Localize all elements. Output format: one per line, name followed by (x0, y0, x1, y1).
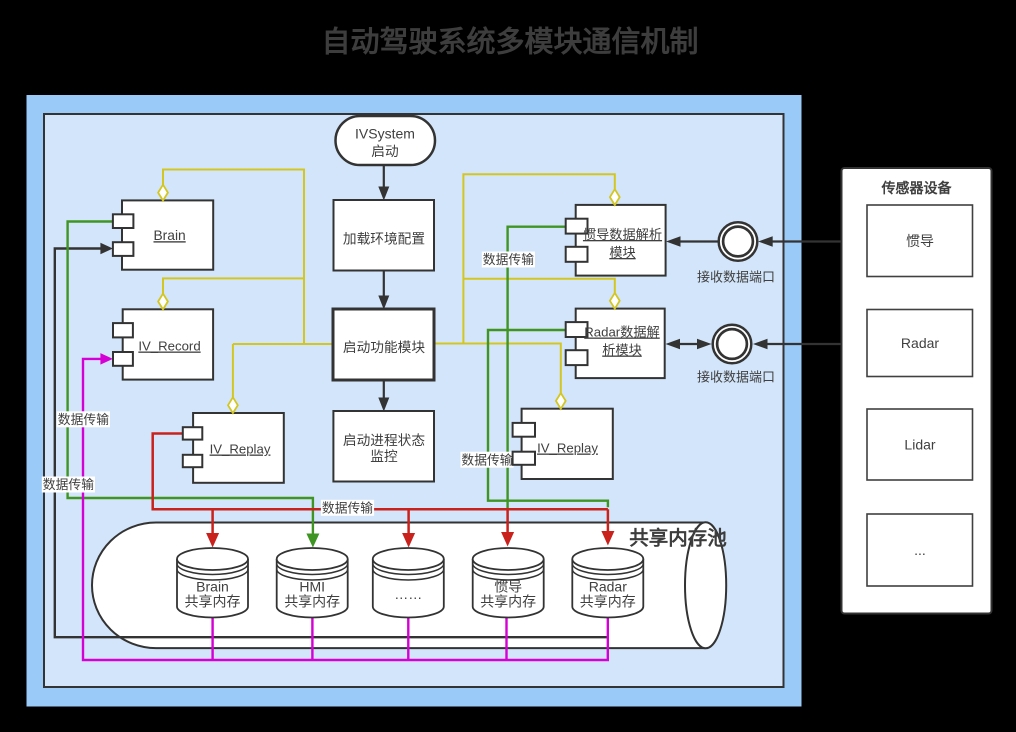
svg-text:监控: 监控 (370, 449, 398, 464)
svg-text:自动驾驶系统多模块通信机制: 自动驾驶系统多模块通信机制 (321, 25, 698, 59)
svg-text:惯导: 惯导 (906, 233, 934, 249)
svg-text:Brain: Brain (196, 579, 229, 595)
svg-text:共享内存: 共享内存 (580, 594, 636, 610)
svg-text:...: ... (914, 542, 926, 558)
svg-text:Radar: Radar (589, 579, 627, 595)
svg-text:Lidar: Lidar (904, 437, 935, 453)
svg-text:共享内存池: 共享内存池 (629, 527, 727, 550)
svg-text:Radar: Radar (901, 335, 939, 351)
svg-text:IV_Record: IV_Record (138, 339, 200, 354)
svg-text:数据传输: 数据传输 (58, 412, 109, 427)
svg-text:数据传输: 数据传输 (322, 501, 373, 516)
svg-text:IV_Replay: IV_Replay (210, 442, 271, 457)
svg-text:传感器设备: 传感器设备 (881, 180, 953, 196)
svg-text:启动: 启动 (371, 144, 398, 159)
svg-text:HMI: HMI (299, 579, 325, 595)
svg-text:惯导: 惯导 (494, 579, 522, 595)
svg-text:惯导数据解析: 惯导数据解析 (583, 226, 662, 242)
svg-text:接收数据端口: 接收数据端口 (697, 270, 775, 285)
svg-text:Brain: Brain (153, 228, 185, 243)
svg-text:……: …… (394, 586, 422, 602)
svg-text:析模块: 析模块 (602, 343, 642, 358)
svg-text:IV_Replay: IV_Replay (537, 441, 598, 456)
svg-text:IVSystem: IVSystem (355, 126, 415, 142)
svg-text:模块: 模块 (609, 245, 635, 260)
svg-text:加载环境配置: 加载环境配置 (343, 232, 425, 247)
svg-text:共享内存: 共享内存 (284, 594, 340, 610)
svg-text:数据传输: 数据传输 (483, 252, 534, 267)
svg-text:启动功能模块: 启动功能模块 (343, 340, 425, 355)
svg-text:数据传输: 数据传输 (43, 477, 94, 492)
svg-text:接收数据端口: 接收数据端口 (697, 370, 775, 385)
svg-text:共享内存: 共享内存 (185, 594, 241, 610)
svg-text:Radar数据解: Radar数据解 (584, 325, 659, 340)
svg-text:数据传输: 数据传输 (461, 452, 512, 467)
svg-text:共享内存: 共享内存 (480, 594, 536, 610)
svg-text:启动进程状态: 启动进程状态 (343, 433, 425, 448)
